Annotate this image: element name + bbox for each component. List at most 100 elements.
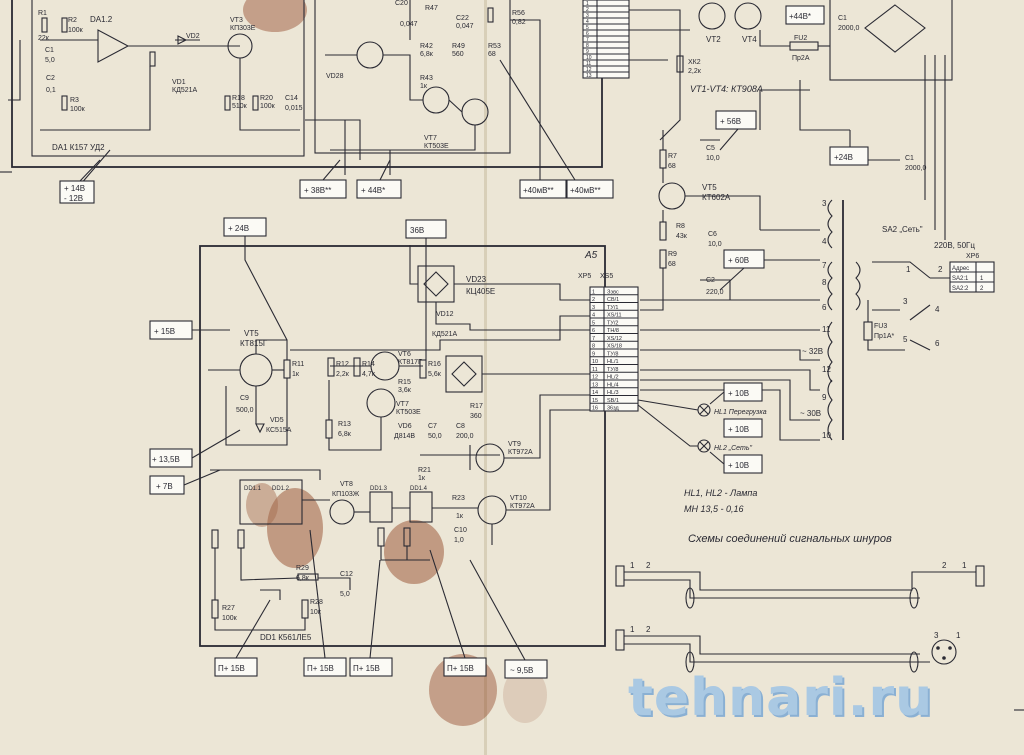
- wire: [867, 340, 905, 351]
- hl2-label: HL2 „Сеть": [714, 445, 752, 452]
- xs5-pin-number: 16: [592, 406, 598, 412]
- xs5-pin-signal: СВ/1: [607, 297, 619, 303]
- r12-value: 2,2к: [336, 371, 350, 378]
- xp6-pin: 1: [980, 276, 984, 282]
- top-conn-pin-number: 13: [586, 73, 592, 79]
- c2r-value: 220,0: [706, 289, 724, 296]
- w-num: 11: [822, 325, 831, 334]
- dd1-2: DD1.2: [272, 486, 290, 492]
- wire: [909, 304, 931, 321]
- xs5-pin-signal: ТН/8: [607, 328, 619, 334]
- dd1-3-gate: [369, 491, 393, 523]
- pin: 2: [942, 561, 947, 570]
- top-left-frame: [11, 0, 603, 168]
- a5-block: А5 VT5 КТ815Г R11 1к С9 500,0 VD5 КС515А…: [199, 245, 606, 647]
- tag-10a: + 10В: [723, 382, 763, 402]
- r9-label: R9: [668, 251, 677, 258]
- wire: [40, 66, 151, 131]
- r13-value: 6,8к: [338, 431, 352, 438]
- tag-40a: +40мВ**: [519, 179, 567, 199]
- r14-value: 4,7к: [362, 371, 376, 378]
- wire: [637, 404, 698, 447]
- wire: [369, 559, 381, 659]
- da1-pin: DA1.2: [90, 15, 113, 24]
- vt9-type: КТ972А: [508, 449, 533, 456]
- c5-value: 10,0: [706, 155, 720, 162]
- tag-text: + 10В: [728, 461, 749, 470]
- r17-label: R17: [470, 403, 483, 410]
- tag-text: +40мВ**: [570, 186, 601, 195]
- c14-value: 0,015: [285, 105, 303, 112]
- wire: [244, 236, 288, 341]
- fu2-label: FU2: [794, 35, 807, 42]
- vt5-label: VT5: [244, 329, 259, 338]
- xs5-pin-number: 12: [592, 375, 598, 381]
- top-conn-pin-number: 1: [586, 1, 589, 7]
- tag-text: + 38В**: [304, 186, 331, 195]
- cable-diagrams: Схемы соединений сигнальных шнуров 1 2 2…: [615, 533, 985, 673]
- cable-caption: Схемы соединений сигнальных шнуров: [688, 533, 892, 545]
- wire: [79, 159, 101, 182]
- tag-text: П+ 15В: [307, 664, 334, 673]
- tag-text: +24В: [834, 153, 853, 162]
- top-conn-pin-number: 5: [586, 25, 589, 31]
- vd6-label: VD6: [398, 423, 412, 430]
- r56-label: R56: [512, 10, 525, 17]
- wire: [799, 80, 850, 131]
- fu2-value: Пр2А: [792, 55, 810, 62]
- dd1-4: DD1.4: [410, 486, 428, 492]
- tag-text: + 10В: [728, 425, 749, 434]
- xs5-pin-number: 7: [592, 336, 595, 342]
- w-num: 3: [822, 199, 827, 208]
- wire: [305, 119, 361, 160]
- vd23-type: КЦ405Е: [466, 287, 495, 296]
- vd1-label: VD1: [172, 79, 186, 86]
- tag-text: + 15В: [154, 327, 175, 336]
- tag-box: [723, 418, 763, 438]
- wire: [183, 469, 221, 486]
- lamp-cross: [699, 441, 709, 451]
- xs5-pin-signal: НL/3: [607, 390, 619, 396]
- top-left-block: DA1.2 DA1 К157 УД2 R1 22к R2 100к С1 5,0…: [8, 0, 603, 186]
- wire: [429, 549, 466, 659]
- vt8-type: КП103Ж: [332, 491, 360, 498]
- wire: [79, 149, 111, 186]
- shield: [685, 651, 695, 673]
- c1-top-label: С1: [838, 15, 847, 22]
- wire: [637, 399, 699, 411]
- shield: [909, 651, 919, 673]
- wire: [380, 546, 430, 561]
- r11-label: R11: [292, 361, 304, 368]
- r27-value: 100к: [222, 615, 238, 622]
- c7-value: 50,0: [428, 433, 442, 440]
- r53-value: 68: [488, 51, 496, 58]
- wire: [759, 89, 810, 130]
- fu3-value: Пр1А*: [874, 333, 894, 340]
- r8-label: R8: [676, 223, 685, 230]
- top-conn-pin-number: 3: [586, 13, 589, 19]
- sw-num: 4: [935, 305, 940, 314]
- xs5-pin-signal: Зэвс: [607, 289, 619, 295]
- lamp-rating: МН 13,5 - 0,16: [684, 504, 744, 514]
- w-num: 4: [822, 237, 827, 246]
- r21-label: R21: [418, 467, 431, 474]
- top-conn-pin-number: 2: [586, 7, 589, 13]
- tag-text: П+ 15В: [218, 664, 245, 673]
- wire: [719, 128, 739, 151]
- din-pin: [942, 656, 946, 660]
- pin: 1: [956, 631, 961, 640]
- c10-value: 1,0: [454, 537, 464, 544]
- wire: [290, 315, 590, 351]
- hl1-label: HL1 Перегрузка: [714, 409, 767, 416]
- c1-value: 5,0: [45, 57, 55, 64]
- top-conn-pin-number: 12: [586, 67, 592, 73]
- top-conn-pin-number: 6: [586, 31, 589, 37]
- vt10-label: VT10: [510, 495, 527, 502]
- wire: [409, 245, 418, 285]
- tag-24r: +24В: [829, 146, 869, 166]
- tag-box: [566, 179, 614, 199]
- vt3-type: КП303Е: [230, 25, 256, 32]
- r3-label: R3: [70, 97, 79, 104]
